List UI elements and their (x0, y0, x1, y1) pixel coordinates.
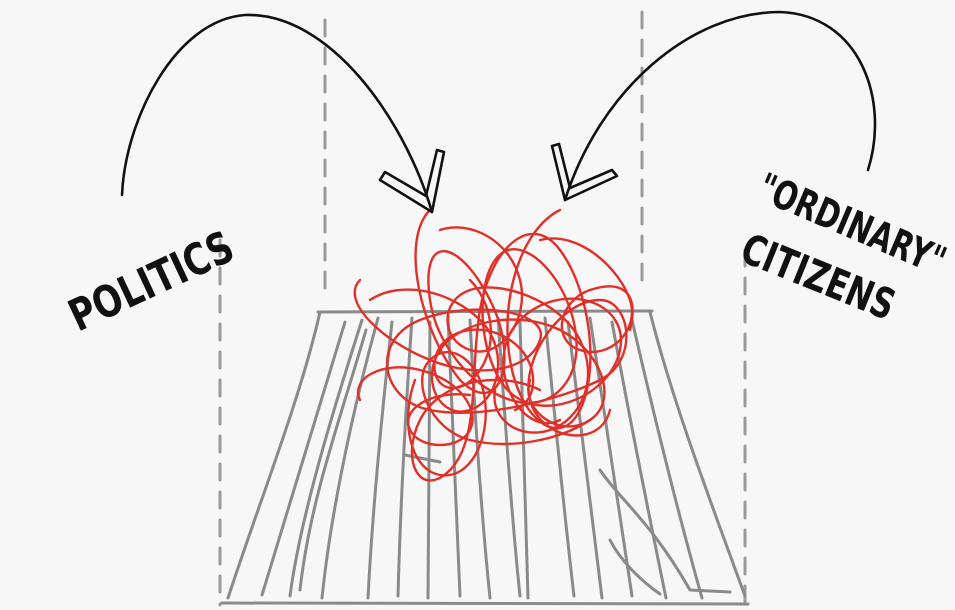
citizens-arrow (565, 12, 875, 200)
politics-label: POLITICS (61, 221, 242, 342)
structure-top-edge (318, 311, 652, 312)
trapezoid-structure (222, 311, 748, 604)
structure-stroke (300, 330, 366, 590)
structure-stroke (545, 318, 574, 596)
structure-stroke (610, 540, 660, 594)
structure-base-edge (222, 603, 748, 604)
structure-stroke (368, 322, 392, 598)
structure-stroke (405, 455, 440, 462)
structure-stroke (600, 470, 730, 592)
red-scribble (355, 210, 633, 480)
structure-stroke (520, 322, 528, 598)
scribble-loop (540, 238, 633, 352)
structure-stroke (632, 320, 702, 598)
